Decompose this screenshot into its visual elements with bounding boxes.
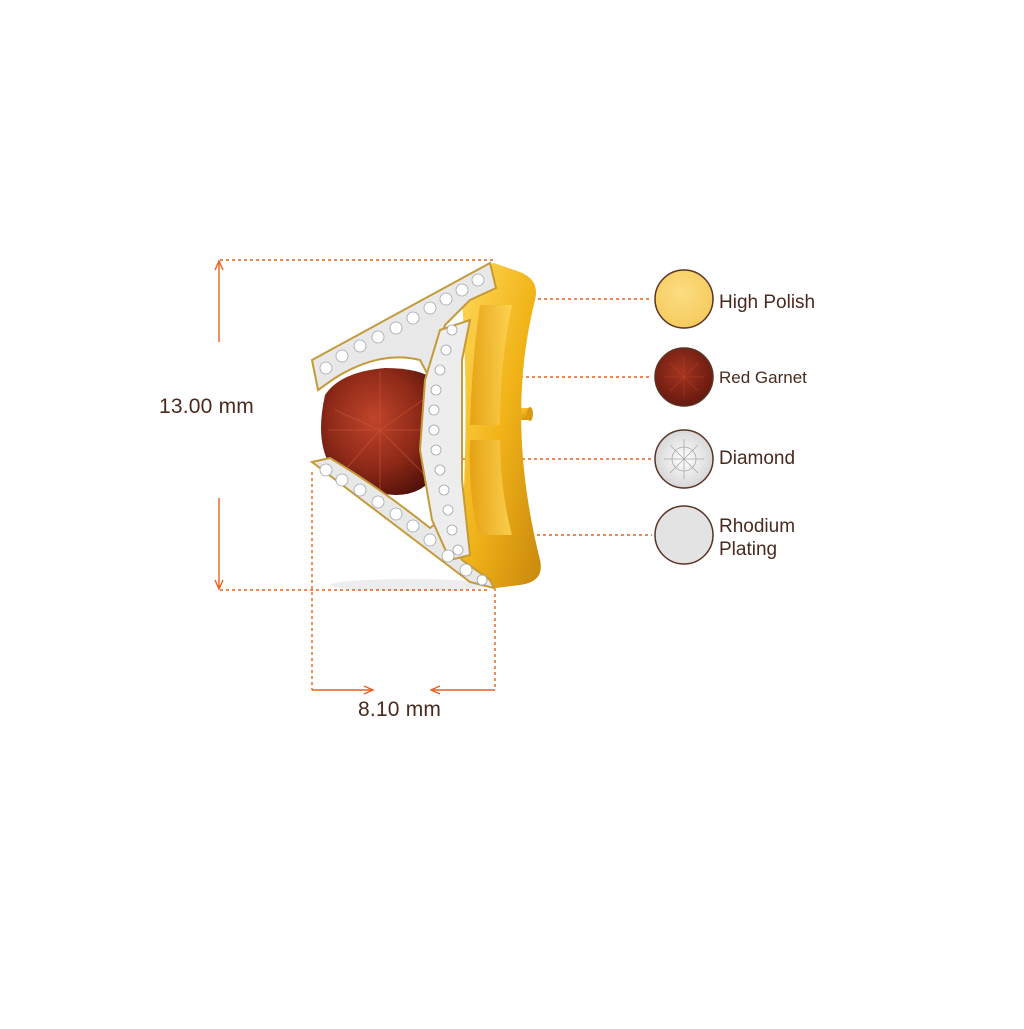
gold-swatch-icon <box>654 269 714 329</box>
pave-diamonds <box>319 273 488 586</box>
legend-label-red-garnet: Red Garnet <box>719 368 807 387</box>
height-dimension-label: 13.00 mm <box>159 395 254 418</box>
height-dimension <box>214 259 494 591</box>
legend-label-high-polish: High Polish <box>719 292 816 313</box>
rhodium-swatch-icon <box>654 505 714 565</box>
legend-label-diamond: Diamond <box>719 448 796 469</box>
width-dimension-label: 8.10 mm <box>358 698 442 721</box>
legend-swatches <box>654 269 714 565</box>
inner-diamond-column <box>418 318 472 562</box>
width-dimension <box>311 472 496 695</box>
earring-illustration <box>309 261 541 591</box>
legend-label-rhodium-plating: Rhodium Plating <box>719 516 796 560</box>
